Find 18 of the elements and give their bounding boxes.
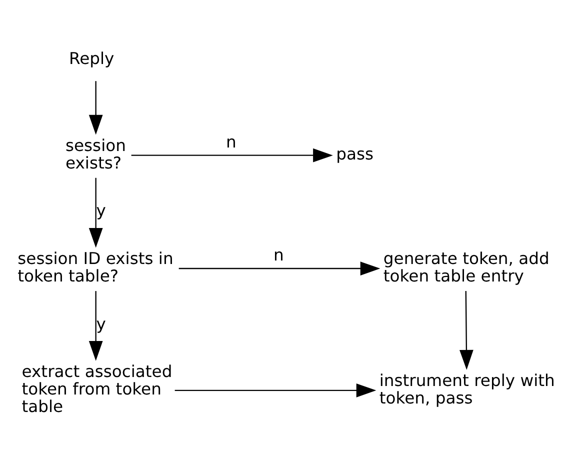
edge-label: n — [226, 132, 236, 151]
node-text: instrument reply with token, pass — [379, 370, 555, 407]
arrow — [178, 261, 380, 275]
arrow — [88, 80, 103, 134]
arrow — [174, 382, 376, 397]
node-text: pass — [336, 144, 374, 164]
edge-label: n — [274, 245, 284, 264]
node-text: session exists? — [66, 135, 126, 172]
edge-label: y — [96, 200, 106, 220]
node-text: extract associated token from token table — [22, 362, 172, 416]
arrow — [131, 148, 333, 162]
arrow — [88, 290, 103, 360]
node-text: session ID exists in token table? — [18, 248, 174, 286]
arrow — [460, 290, 474, 370]
edge-label: y — [96, 314, 106, 333]
arrow — [88, 177, 103, 248]
node-text: Reply — [69, 48, 114, 68]
node-text: generate token, add token table entry — [383, 248, 550, 286]
